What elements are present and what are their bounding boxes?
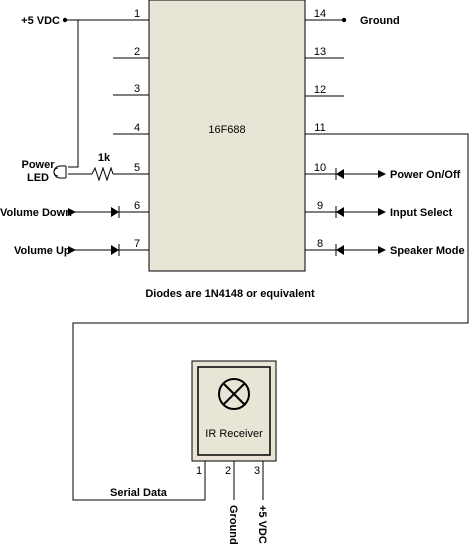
- vdd-junction-dot-icon: [62, 17, 68, 23]
- input-select-diode-icon: [335, 206, 344, 218]
- pin-number-10: 10: [314, 162, 326, 174]
- speaker-mode-label: Speaker Mode: [390, 245, 465, 257]
- ground-junction-dot-icon: [341, 17, 347, 23]
- serial-data-wire: [72, 133, 469, 501]
- volume-down-diode-icon: [111, 206, 120, 218]
- power-led-label-line-1: Power: [21, 159, 55, 171]
- ir-receiver-lamp-icon: [218, 378, 250, 410]
- volume-up-diode-icon: [111, 244, 120, 256]
- power-onoff-label: Power On/Off: [390, 169, 461, 181]
- vdd-label: +5 VDC: [21, 15, 60, 27]
- ground-label: Ground: [360, 15, 400, 27]
- pin-number-3: 3: [134, 83, 140, 95]
- pin-number-2: 2: [134, 46, 140, 58]
- input-select-label: Input Select: [390, 207, 453, 219]
- pin-number-6: 6: [134, 200, 140, 212]
- volume-down-label: Volume Down: [0, 207, 72, 219]
- power-led-lamp-symbol-icon: [53, 165, 67, 179]
- diodes-note: Diodes are 1N4148 or equivalent: [145, 288, 315, 300]
- volume-up-label: Volume Up: [14, 245, 71, 257]
- ir-receiver-window: [197, 366, 271, 456]
- ir-ground-label: Ground: [227, 505, 239, 544]
- pin-number-4: 4: [134, 122, 140, 134]
- power-onoff-diode-icon: [335, 168, 344, 180]
- power-led-label-line-2: LED: [27, 172, 49, 184]
- pin-number-8: 8: [317, 238, 323, 250]
- ir-pin-number-2: 2: [225, 465, 231, 477]
- pin-number-5: 5: [134, 162, 140, 174]
- pin-number-1: 1: [134, 8, 140, 20]
- pin-number-12: 12: [314, 84, 326, 96]
- chip-part-number: 16F688: [208, 124, 245, 136]
- pin-number-14: 14: [314, 8, 326, 20]
- pin-number-9: 9: [317, 200, 323, 212]
- pin-number-7: 7: [134, 238, 140, 250]
- ir-vdd-label: +5 VDC: [256, 505, 268, 544]
- vdd-to-led-wire: [68, 20, 79, 168]
- microcontroller-chip: [148, 0, 306, 272]
- serial-data-label: Serial Data: [110, 487, 168, 499]
- speaker-mode-diode-icon: [335, 244, 344, 256]
- pin-number-13: 13: [314, 46, 326, 58]
- resistor-icon: [91, 166, 114, 182]
- resistor-value-label: 1k: [98, 152, 111, 164]
- ir-receiver-title: IR Receiver: [205, 428, 263, 440]
- ir-pin-number-3: 3: [254, 465, 260, 477]
- ir-pin-number-1: 1: [196, 465, 202, 477]
- pin-number-11: 11: [314, 122, 325, 134]
